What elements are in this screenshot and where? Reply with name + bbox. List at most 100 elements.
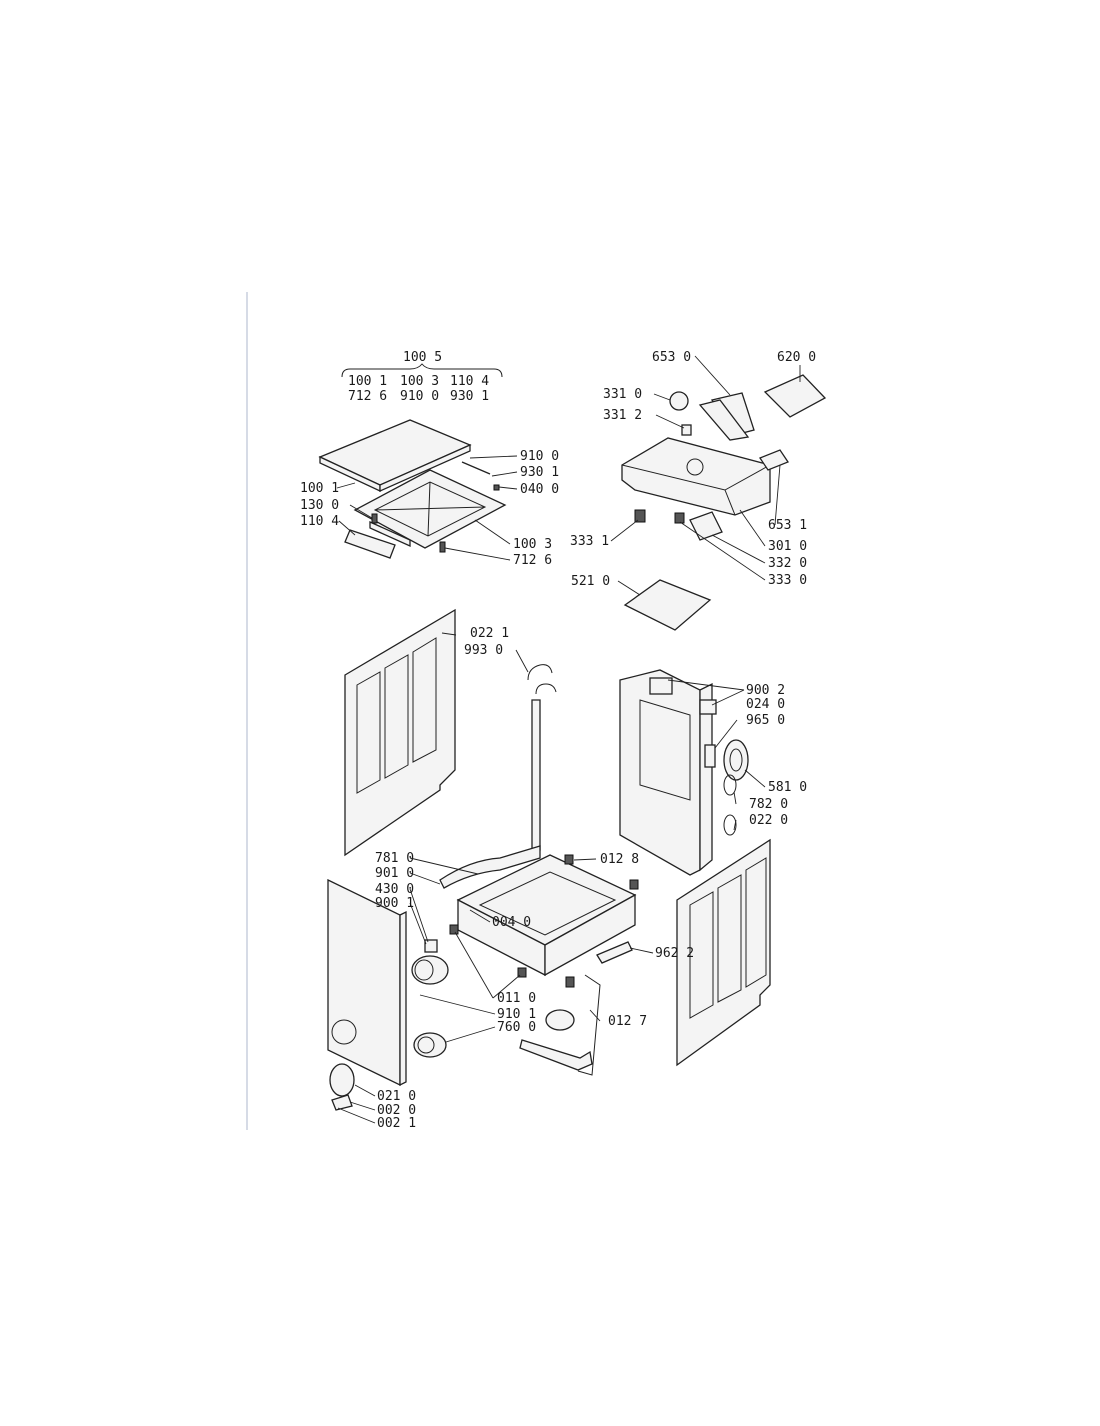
drain-group	[519, 941, 633, 1076]
label-100-1: 100 1	[300, 481, 339, 496]
label-012-8: 012 8	[600, 852, 639, 867]
label-301-0: 301 0	[768, 539, 807, 554]
valve-small	[565, 976, 575, 988]
label-021-0: 021 0	[377, 1089, 416, 1104]
label-022-0: 022 0	[749, 813, 788, 828]
label-910-0: 910 0	[520, 449, 559, 464]
label-022-1: 022 1	[470, 626, 509, 641]
label-002-1: 002 1	[377, 1116, 416, 1131]
clip-130-0	[371, 513, 378, 524]
label-004-0: 004 0	[492, 915, 531, 930]
clip-900-1	[424, 939, 438, 953]
label-900-2: 900 2	[746, 683, 785, 698]
top-lid-edge-right	[379, 443, 471, 493]
lid-group	[318, 363, 507, 559]
label-011-0: 011 0	[497, 991, 536, 1006]
cup-012-7	[545, 1009, 575, 1031]
bracket-653-0-b	[698, 399, 750, 441]
foot-011-0-b	[517, 967, 527, 978]
back-frame	[619, 669, 749, 876]
switch-965-0	[704, 744, 716, 768]
label-901-0: 901 0	[375, 866, 414, 881]
label-900-1: 900 1	[375, 896, 414, 911]
label-620-0: 620 0	[777, 350, 816, 365]
label-910-1: 910 1	[497, 1007, 536, 1022]
label-930-1: 930 1	[520, 465, 559, 480]
control-panel-group	[621, 374, 827, 631]
hose-assembly	[439, 664, 557, 889]
switch-332-0	[689, 511, 723, 541]
pump-body	[411, 955, 449, 985]
label-110-4-header: 110 4	[450, 374, 489, 389]
lever-333-0	[674, 512, 685, 524]
label-040-0: 040 0	[520, 482, 559, 497]
bar-930-1	[461, 461, 491, 475]
bracket-900-2	[649, 677, 673, 695]
label-110-4: 110 4	[300, 514, 339, 529]
label-910-0-header: 910 0	[400, 389, 439, 404]
label-333-1: 333 1	[570, 534, 609, 549]
label-024-0: 024 0	[746, 697, 785, 712]
front-trim-110-4	[344, 529, 396, 559]
label-760-0: 760 0	[497, 1020, 536, 1035]
bracket-900-2-b	[699, 699, 717, 715]
hinge-002-0	[331, 1094, 353, 1111]
label-332-0: 332 0	[768, 556, 807, 571]
door-021-0	[329, 1063, 355, 1097]
label-993-0: 993 0	[464, 643, 503, 658]
hose-781-0	[439, 845, 541, 889]
base-frame-004-0	[449, 854, 639, 978]
side-panel-right-022-0	[676, 838, 771, 1067]
foot-012-8-b	[629, 879, 639, 890]
label-100-5: 100 5	[403, 350, 442, 365]
strip-962-2	[596, 941, 633, 964]
lid-leaders	[336, 455, 518, 561]
pin-040-0	[493, 484, 500, 491]
label-581-0: 581 0	[768, 780, 807, 795]
label-100-3-header: 100 3	[400, 374, 439, 389]
foot-011-0	[449, 924, 459, 935]
knob-331-0	[669, 391, 689, 411]
page-left-rule	[246, 292, 248, 1130]
brace-100-5	[341, 363, 503, 378]
label-100-3: 100 3	[513, 537, 552, 552]
label-653-1: 653 1	[768, 518, 807, 533]
label-130-0: 130 0	[300, 498, 339, 513]
screw-712-6	[439, 541, 446, 553]
label-712-6: 712 6	[513, 553, 552, 568]
lever-333-1	[634, 509, 646, 523]
label-781-0: 781 0	[375, 851, 414, 866]
label-331-2: 331 2	[603, 408, 642, 423]
tray-012-7	[519, 1039, 593, 1071]
part-labels: 100 5 100 1 100 3 110 4 712 6 910 0 930 …	[300, 350, 816, 1131]
pcb-620-0	[763, 374, 827, 418]
ring-782-0	[723, 774, 737, 796]
pipe-vertical	[531, 699, 541, 851]
control-leaders	[610, 355, 801, 596]
panel-301-0	[621, 437, 771, 516]
label-430-0: 430 0	[375, 882, 414, 897]
label-333-0: 333 0	[768, 573, 807, 588]
hose-993-0	[527, 664, 553, 681]
label-521-0: 521 0	[571, 574, 610, 589]
label-012-7: 012 7	[608, 1014, 647, 1029]
label-331-0: 331 0	[603, 387, 642, 402]
module-521-0	[623, 579, 712, 631]
foot-012-8	[564, 854, 574, 865]
side-panel-left-022-1	[344, 608, 456, 857]
label-962-2: 962 2	[655, 946, 694, 961]
front-port	[331, 1019, 357, 1045]
pulley-581-0	[723, 739, 749, 781]
label-965-0: 965 0	[746, 713, 785, 728]
panel-dial	[686, 458, 704, 476]
label-100-1-header: 100 1	[348, 374, 387, 389]
top-lid	[318, 419, 472, 486]
button-653-1	[759, 449, 789, 471]
filter-760-0	[413, 1032, 447, 1058]
label-002-0: 002 0	[377, 1103, 416, 1118]
front-panel	[327, 878, 407, 1111]
lower-leaders	[337, 632, 766, 1124]
label-782-0: 782 0	[749, 797, 788, 812]
pump-group	[411, 939, 449, 1058]
